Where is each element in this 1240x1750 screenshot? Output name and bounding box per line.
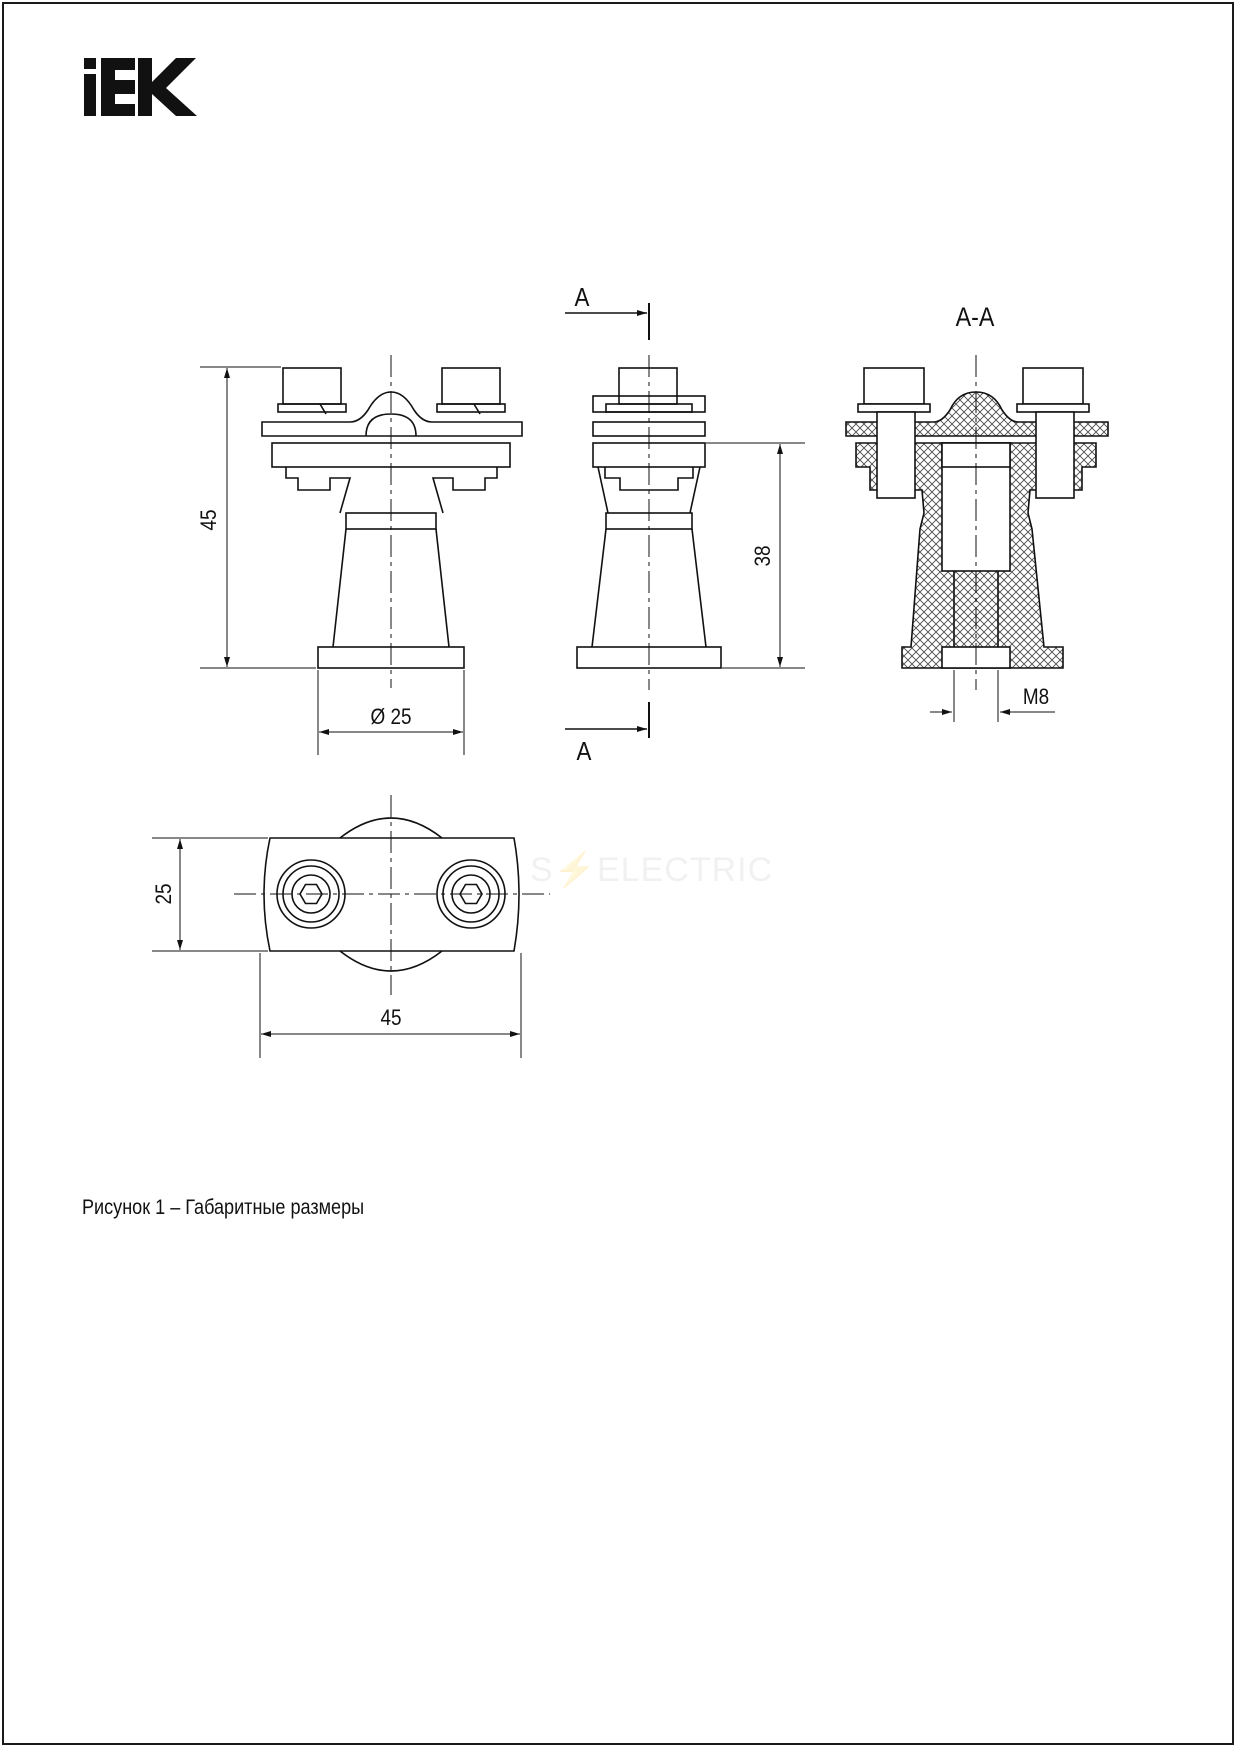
section-arrows xyxy=(565,310,647,732)
dimension-height-body: 38 xyxy=(751,545,776,566)
dimension-thread: M8 xyxy=(1023,685,1049,710)
section-marker-top: A xyxy=(575,283,591,312)
dimension-plan-width: 45 xyxy=(380,1006,401,1031)
section-title: A-A xyxy=(956,302,995,332)
side-dimensions xyxy=(706,442,805,669)
dimension-height-total: 45 xyxy=(197,509,222,530)
section-marker-bottom: A xyxy=(577,737,593,766)
plan-dimensions xyxy=(152,837,522,1058)
dimension-plan-height: 25 xyxy=(152,883,177,904)
front-dimensions xyxy=(200,366,465,755)
side-view xyxy=(576,303,722,738)
dimension-diameter: Ø 25 xyxy=(371,705,412,730)
figure-caption: Рисунок 1 – Габаритные размеры xyxy=(82,1196,365,1219)
watermark-text: S⚡ELECTRIC xyxy=(530,851,774,889)
iek-logo xyxy=(84,58,197,116)
front-view xyxy=(261,355,523,688)
thread-dimension xyxy=(930,670,1055,722)
section-view xyxy=(845,355,1109,690)
plan-view xyxy=(234,795,550,995)
